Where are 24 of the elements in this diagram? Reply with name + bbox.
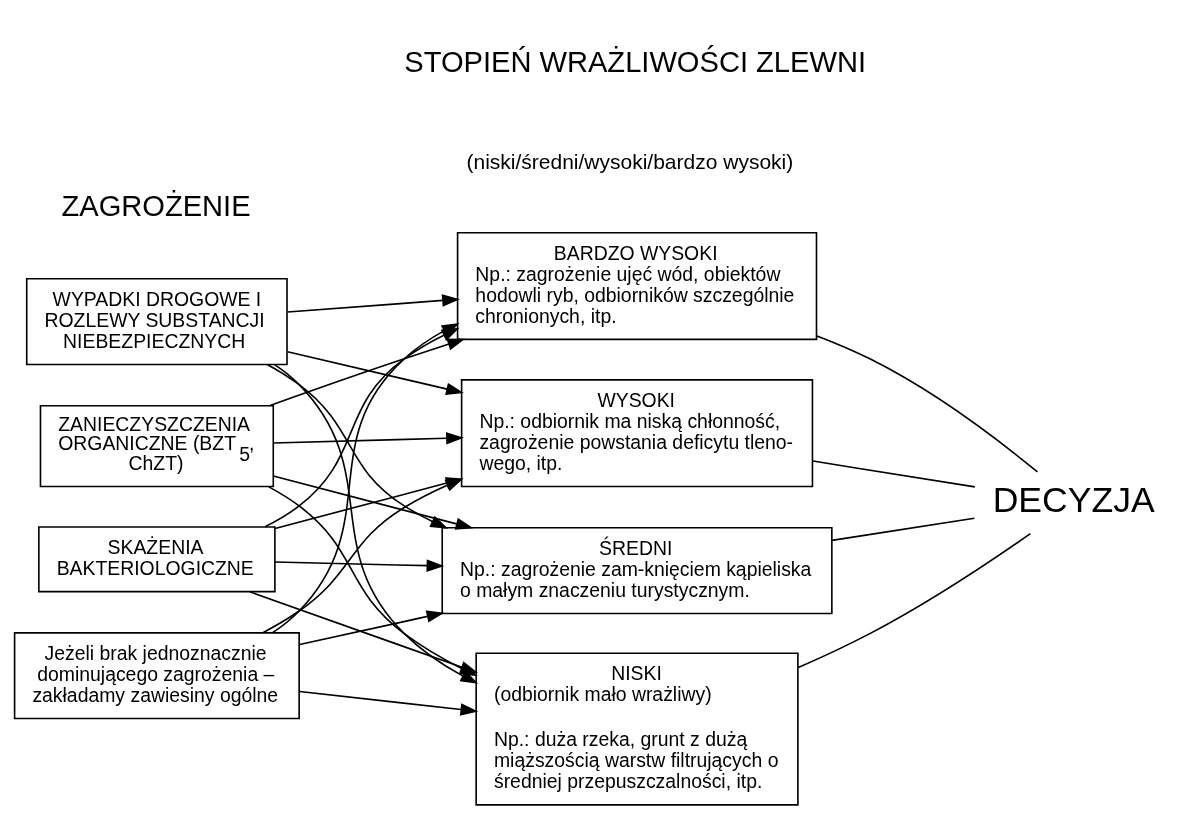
node-box: NISKI (odbiornik mało wrażliwy) Np.: duża rzeka, grunt z dużą miąższością warstw filtrujących o średniej przepuszczalności, itp.	[475, 651, 799, 806]
label: ZAGROŻENIE	[61, 189, 251, 222]
connector	[797, 532, 1032, 668]
node-box: WYSOKI Np.: odbiornik ma niską chłonność, zagrożenie powstania deficytu tleno-wego, itp.	[460, 378, 814, 487]
label: (niski/średni/wysoki/bardzo wysoki)	[466, 149, 794, 173]
node-box: SKAŻENIA BAKTERIOLOGICZNE	[38, 525, 276, 592]
connector	[812, 459, 976, 488]
arrow	[266, 363, 449, 529]
arrow	[286, 350, 464, 395]
node-box: ŚREDNI Np.: zagrożenie zam-knięciem kąpieliska o małym znaczeniu turystycznym.	[441, 526, 833, 614]
label: STOPIEŃ WRAŻLIWOŚCI ZLEWNI	[404, 45, 866, 78]
connector	[831, 516, 976, 541]
arrow	[269, 337, 466, 406]
arrow	[286, 293, 460, 313]
node-box: BARDZO WYSOKI Np.: zagrożenie ujęć wód, obiektów hodowli ryb, odbiorników szczególnie chronionych, itp.	[456, 231, 818, 340]
arrow	[249, 590, 479, 673]
arrow	[298, 690, 479, 716]
node-box: Jeżeli brak jednoznacznie dominującego zagrożenia – zakładamy zawiesiny ogólne	[13, 631, 300, 719]
node-text: DECYZJA	[992, 479, 1155, 520]
arrow	[298, 609, 445, 645]
arrow	[274, 558, 445, 572]
arrow	[272, 431, 464, 445]
node-box: WYPADKI DROGOWE I ROZLEWY SUBSTANCJI NIEBEZPIECZNYCH	[25, 277, 288, 365]
connector	[816, 334, 1039, 473]
